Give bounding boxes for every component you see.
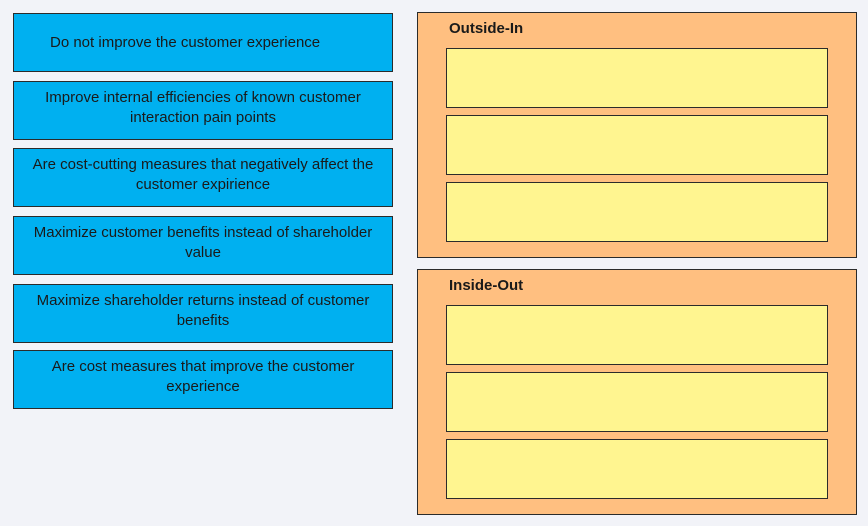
target-panel-inside-out: Inside-Out — [417, 269, 857, 515]
drop-slot-inside-out-1[interactable] — [446, 305, 828, 365]
answer-item-1[interactable]: Do not improve the customer experience — [13, 13, 393, 72]
answer-item-label: Improve internal efficiencies of known c… — [45, 89, 361, 126]
drop-slot-outside-in-1[interactable] — [446, 48, 828, 108]
answer-item-label: Do not improve the customer experience — [50, 33, 321, 51]
answer-item-3[interactable]: Are cost-cutting measures that negativel… — [13, 148, 393, 207]
answer-item-label: Are cost measures that improve the custo… — [51, 358, 355, 395]
answer-item-label: Are cost-cutting measures that negativel… — [32, 156, 374, 193]
answer-item-label: Maximize customer benefits instead of sh… — [33, 224, 373, 261]
drop-slot-inside-out-3[interactable] — [446, 439, 828, 499]
answer-item-6[interactable]: Are cost measures that improve the custo… — [13, 350, 393, 409]
panel-title-inside-out: Inside-Out — [449, 277, 524, 294]
drop-slot-outside-in-3[interactable] — [446, 182, 828, 242]
answer-item-5[interactable]: Maximize shareholder returns instead of … — [13, 284, 393, 343]
drop-slot-inside-out-2[interactable] — [446, 372, 828, 432]
drop-slot-outside-in-2[interactable] — [446, 115, 828, 175]
answer-item-label: Maximize shareholder returns instead of … — [36, 292, 370, 329]
answer-item-2[interactable]: Improve internal efficiencies of known c… — [13, 81, 393, 140]
target-panel-outside-in: Outside-In — [417, 12, 857, 258]
answer-item-4[interactable]: Maximize customer benefits instead of sh… — [13, 216, 393, 275]
panel-title-outside-in: Outside-In — [449, 20, 524, 37]
